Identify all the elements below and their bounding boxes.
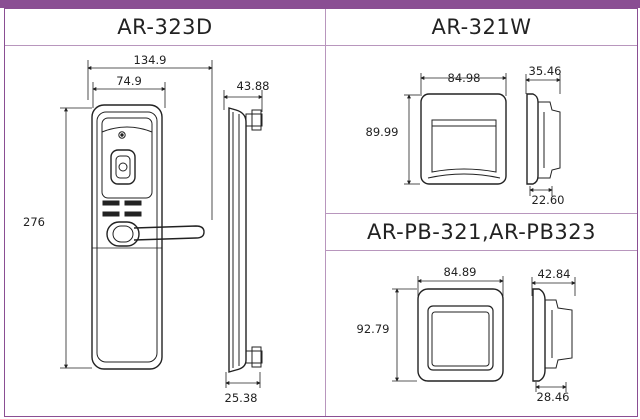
dim-ar-pb-width: 84.89 bbox=[444, 265, 477, 279]
dim-ar-321w-height: 89.99 bbox=[366, 125, 399, 139]
dim-ar-pb-depth: 42.84 bbox=[538, 267, 571, 281]
dim-ar-321w-width: 84.98 bbox=[448, 71, 481, 85]
dim-ar-pb-depth-bottom: 28.46 bbox=[537, 390, 570, 404]
model-title-ar-323d: AR-323D bbox=[117, 15, 213, 39]
dim-ar-pb-height: 92.79 bbox=[357, 322, 390, 336]
dim-ar-321w-depth-bottom: 22.60 bbox=[532, 193, 565, 207]
dim-ar-323d-width-outer: 134.9 bbox=[134, 53, 167, 67]
header-ar-323d: AR-323D bbox=[5, 9, 325, 46]
ar-321w-front-drawing bbox=[404, 73, 507, 185]
dim-ar-323d-depth: 43.88 bbox=[237, 79, 270, 93]
dim-ar-323d-depth-bottom: 25.38 bbox=[225, 391, 258, 405]
header-ar-pb: AR-PB-321,AR-PB323 bbox=[326, 213, 637, 251]
dim-ar-323d-width-inner: 74.9 bbox=[116, 74, 142, 88]
top-accent-bar bbox=[0, 0, 640, 8]
model-title-ar-321w: AR-321W bbox=[431, 15, 532, 39]
header-ar-321w: AR-321W bbox=[326, 9, 637, 46]
ar-321w-side-drawing bbox=[525, 74, 561, 196]
column-divider bbox=[325, 9, 326, 416]
model-title-ar-pb: AR-PB-321,AR-PB323 bbox=[367, 220, 596, 244]
ar-323d-front-drawing bbox=[60, 60, 213, 370]
ar-323d-side-drawing bbox=[223, 90, 263, 388]
ar-pb-front-drawing bbox=[392, 276, 504, 382]
dim-ar-321w-depth: 35.46 bbox=[529, 64, 562, 78]
ar-pb-side-drawing bbox=[531, 277, 576, 392]
dim-ar-323d-height: 276 bbox=[23, 215, 45, 229]
